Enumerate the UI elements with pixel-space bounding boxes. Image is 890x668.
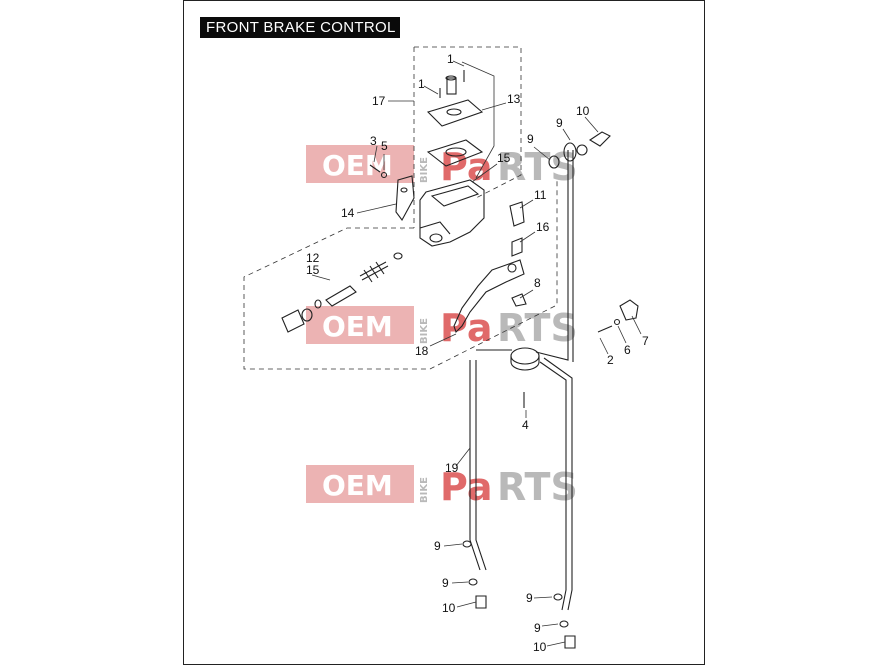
callout-label: 7 (642, 334, 649, 348)
lower-hardware-right (553, 593, 576, 649)
leader-lines (311, 60, 642, 647)
lever-pin (509, 201, 525, 227)
callout-label: 1 (447, 52, 454, 66)
watermark-top: OEM BIKE Pa RTS (306, 145, 578, 189)
callout-label: 5 (381, 139, 388, 153)
dust-boot (281, 308, 313, 333)
callout-label: 9 (556, 116, 563, 130)
master-cylinder-body (419, 179, 485, 247)
clamp (395, 175, 415, 222)
retaining-clip (511, 293, 527, 307)
callout-labels: 1 1 17 13 10 9 9 3 5 15 11 14 16 12 15 8… (306, 52, 649, 654)
brake-line-left (469, 349, 512, 571)
watermark-bottom: OEM BIKE Pa RTS (306, 465, 578, 509)
callout-label: 9 (534, 621, 541, 635)
lower-hardware-left (462, 540, 487, 609)
callout-label: 16 (536, 220, 550, 234)
diagram-frame (183, 0, 705, 665)
lever-group-boundary (243, 180, 558, 370)
clamp-screw (369, 164, 388, 179)
brake-line-upper (535, 142, 577, 362)
callout-label: 12 (306, 251, 320, 265)
watermark-bike-text: BIKE (419, 318, 430, 344)
watermark-middle: OEM BIKE Pa RTS (306, 306, 578, 350)
upper-banjo-bolt (576, 131, 611, 156)
watermark-pa-text: Pa (440, 465, 492, 509)
callout-label: 4 (522, 418, 529, 432)
callout-label: 10 (533, 640, 547, 654)
watermark-oem-text: OEM (322, 469, 393, 502)
piston-assembly (314, 252, 403, 309)
callout-label: 9 (526, 591, 533, 605)
watermark-bike-text: BIKE (419, 157, 430, 183)
callout-label: 18 (415, 344, 429, 358)
callout-label: 10 (576, 104, 590, 118)
callout-label: 1 (418, 77, 425, 91)
callout-label: 6 (624, 343, 631, 357)
callout-label: 13 (507, 92, 521, 106)
callout-label: 15 (497, 151, 511, 165)
watermark-rts-text: RTS (497, 306, 578, 350)
reservoir-diaphragm (426, 139, 484, 167)
callout-label: 15 (306, 263, 320, 277)
watermark-oem-text: OEM (322, 149, 393, 182)
watermark-bike-text: BIKE (419, 477, 430, 503)
brake-switch (597, 299, 639, 333)
reservoir-group-boundary (413, 46, 522, 228)
callout-label: 14 (341, 206, 355, 220)
reservoir-cover (426, 70, 484, 127)
callout-label: 9 (442, 576, 449, 590)
brake-line-right (539, 357, 573, 611)
callout-label: 9 (527, 132, 534, 146)
brake-lever (453, 259, 525, 334)
watermark-pa-text: Pa (440, 306, 492, 350)
upper-washer (548, 155, 560, 169)
junction-block (510, 347, 540, 371)
watermark-oem-text: OEM (322, 310, 393, 343)
callout-label: 2 (607, 353, 614, 367)
page-title: FRONT BRAKE CONTROL (200, 17, 400, 38)
callout-label: 3 (370, 134, 377, 148)
pivot-bushing (511, 237, 523, 257)
callout-label: 9 (434, 539, 441, 553)
watermark-rts-text: RTS (497, 465, 578, 509)
callout-label: 10 (442, 601, 456, 615)
callout-label: 11 (534, 188, 547, 202)
callout-label: 17 (372, 94, 386, 108)
callout-label: 19 (445, 461, 459, 475)
callout-label: 8 (534, 276, 541, 290)
